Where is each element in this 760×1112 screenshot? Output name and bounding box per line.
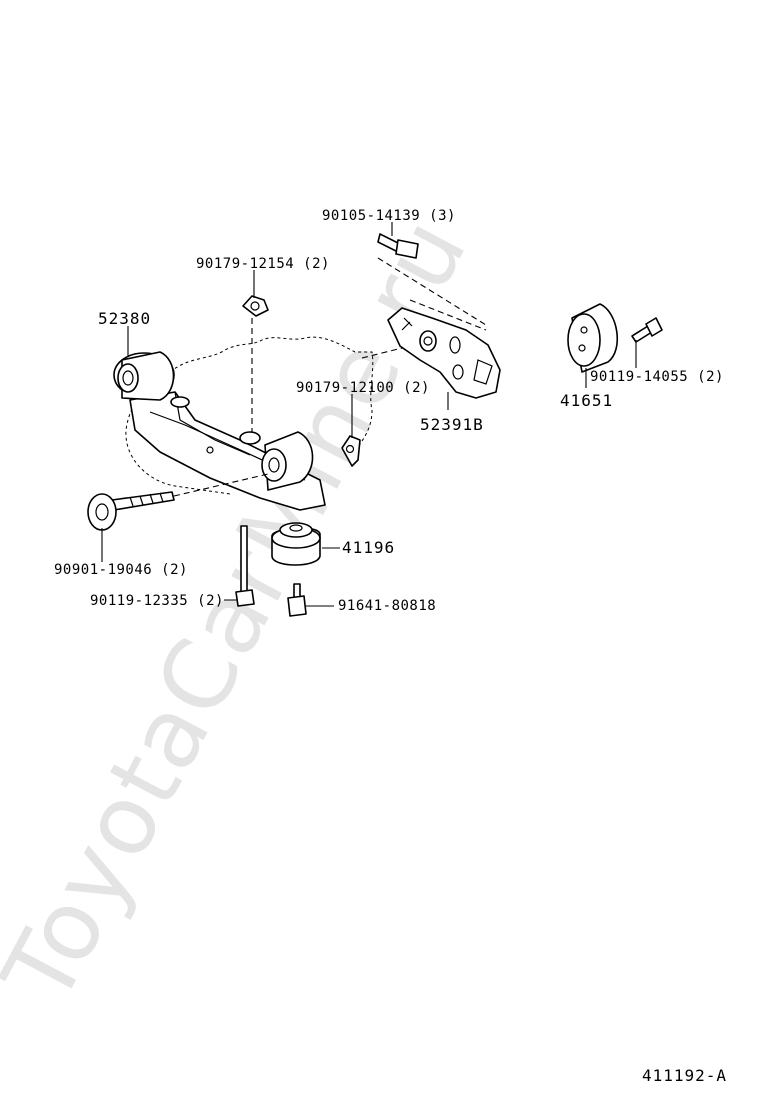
label-90179-12154: 90179-12154 (2) [196,256,330,272]
label-52391B: 52391B [420,415,484,434]
label-90179-12100: 90179-12100 (2) [296,380,430,396]
label-52380: 52380 [98,309,151,328]
nut-90179-12154[interactable] [242,295,269,317]
long-bolt-90119-12335[interactable] [235,525,255,607]
crossmember-bracket-52380[interactable] [113,351,326,511]
label-91641-80818: 91641-80818 [338,598,436,614]
bracket-52391B[interactable] [387,307,501,399]
stopper-41196[interactable] [271,522,321,566]
label-90119-14055: 90119-14055 (2) [590,369,724,385]
nut-90179-12100[interactable] [341,435,361,467]
diagram-code: 411192-A [642,1066,727,1085]
label-41651: 41651 [560,391,613,410]
bolt-90105-14139[interactable] [377,233,419,259]
bolt-91641-80818[interactable] [287,583,307,617]
cushion-41651[interactable] [567,303,618,373]
bolt-to-bushing-dashline [173,473,269,497]
label-90105-14139: 90105-14139 (3) [322,208,456,224]
leader-lines [101,222,637,607]
through-bolt-90901-19046[interactable] [87,491,175,531]
bolt-90119-14055[interactable] [631,317,663,343]
label-41196: 41196 [342,538,395,557]
label-90119-12335: 90119-12335 (2) [90,593,224,609]
label-90901-19046: 90901-19046 (2) [54,562,188,578]
